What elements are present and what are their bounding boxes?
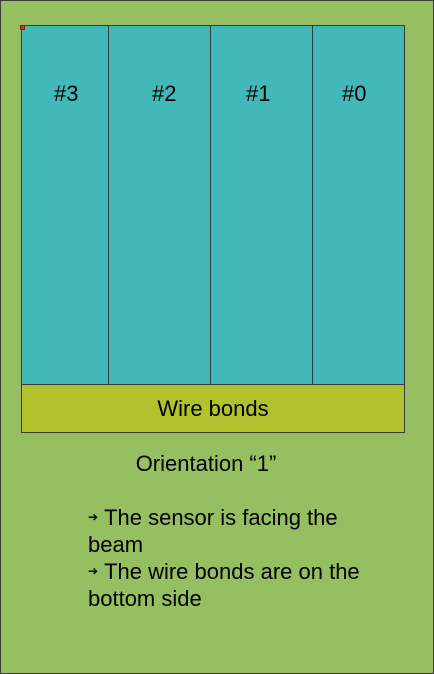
sensor-column-1: #1	[211, 26, 313, 384]
note-text: The wire bonds are on the bottom side	[88, 559, 360, 611]
sensor-column-0: #0	[313, 26, 404, 384]
column-label: #3	[54, 81, 79, 106]
column-label: #1	[246, 81, 271, 106]
column-label: #0	[342, 81, 367, 106]
sensor-column-2: #2	[109, 26, 211, 384]
note-item: ➔The wire bonds are on the bottom side	[88, 558, 388, 612]
arrow-icon: ➔	[88, 510, 99, 524]
note-text: The sensor is facing the beam	[88, 505, 338, 557]
orientation-title: Orientation “1”	[135, 451, 277, 476]
arrow-icon: ➔	[88, 564, 99, 578]
sensor-column-3: #3	[22, 26, 109, 384]
sensor-area: #3 #2 #1 #0	[21, 25, 405, 385]
wire-bonds-bar: Wire bonds	[21, 384, 405, 433]
corner-marker	[20, 25, 25, 30]
note-item: ➔The sensor is facing the beam	[88, 504, 388, 558]
column-label: #2	[152, 81, 177, 106]
notes-list: ➔The sensor is facing the beam ➔The wire…	[88, 504, 388, 612]
wire-bonds-label: Wire bonds	[157, 395, 269, 421]
